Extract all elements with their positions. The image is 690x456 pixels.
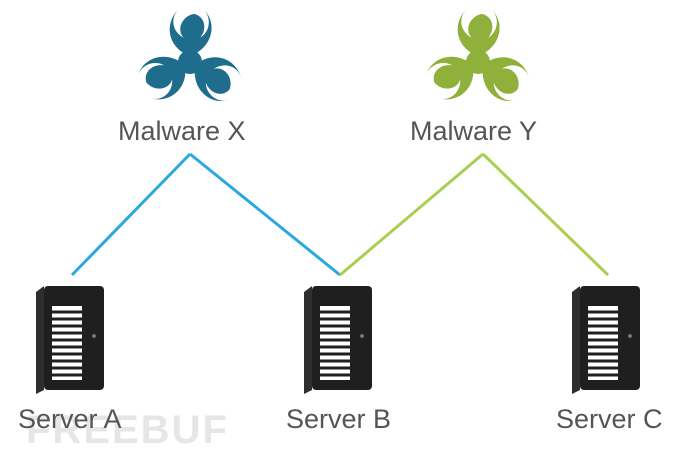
biohazard-icon-malware-x xyxy=(134,10,245,107)
malware-y-label: Malware Y xyxy=(410,116,538,146)
server-b-label: Server B xyxy=(286,404,392,434)
watermark: FREEBUF xyxy=(26,408,229,452)
link-malware-y-server-b xyxy=(339,152,484,277)
server-a-label: Server A xyxy=(18,404,122,434)
server-icon-a xyxy=(34,284,106,396)
server-c-label: Server C xyxy=(556,404,663,434)
link-malware-x-server-b xyxy=(189,152,341,277)
malware-x-label: Malware X xyxy=(118,116,246,146)
link-malware-y-server-c xyxy=(481,152,610,277)
server-icon-c xyxy=(570,284,642,396)
biohazard-icon-malware-y xyxy=(422,10,533,107)
link-malware-x-server-a xyxy=(70,152,192,277)
server-icon-b xyxy=(302,284,374,396)
